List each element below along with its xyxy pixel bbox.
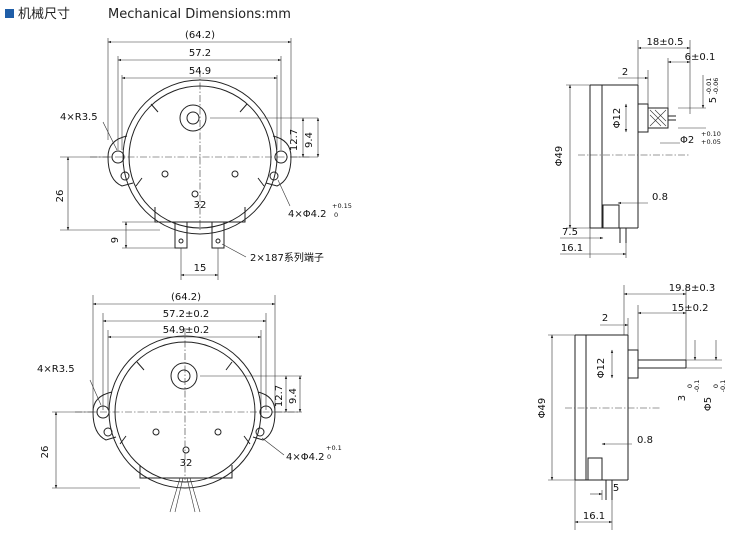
view2-front: (64.2) 57.2±0.2 54.9±0.2 4×R3.5 26 32 12…: [37, 292, 342, 513]
v2-dim-32: 32: [180, 458, 193, 469]
v2-holes-tol-dn: 0: [327, 453, 331, 461]
v1-terminal-label: 2×187系列端子: [250, 251, 324, 264]
v1-side-dim-5: 5: [708, 97, 719, 103]
v1-dim-12-7: 12.7: [289, 129, 300, 151]
v2-dim-64-2: (64.2): [171, 292, 201, 303]
view1-front: (64.2) 57.2 54.9 4×R3.5: [55, 30, 352, 280]
v2-dim-54-9: 54.9±0.2: [163, 325, 210, 336]
v1-side-phi2-tol-up: +0.10: [701, 130, 721, 138]
v1-dim-9-4: 9.4: [304, 132, 315, 148]
v1-dim-64-2: (64.2): [185, 30, 215, 41]
v2-side-dim-3-tol-dn: -0.1: [693, 380, 701, 393]
v1-side-dim-0-8: 0.8: [652, 192, 668, 203]
v1-dim-32: 32: [194, 200, 207, 211]
v1-dim-9: 9: [110, 237, 121, 243]
v1-side-dim-5-tol-dn: -0.06: [712, 78, 720, 95]
v2-side-phi5: Φ5: [703, 397, 714, 411]
v1-side-phi12: Φ12: [612, 108, 623, 129]
v2-side-phi5-tol-dn: -0.1: [719, 380, 727, 393]
v2-side-dim-5: 5: [613, 483, 619, 494]
v1-side-dim-7-5: 7.5: [562, 227, 578, 238]
v1-side-dim-18: 18±0.5: [646, 37, 683, 48]
v2-corner-radius: 4×R3.5: [37, 364, 75, 375]
v2-side-dim-15: 15±0.2: [671, 303, 708, 314]
v2-dim-9-4: 9.4: [288, 388, 299, 404]
v2-holes: 4×Φ4.2: [286, 452, 325, 463]
v1-dim-15: 15: [194, 263, 207, 274]
v2-dim-57-2: 57.2±0.2: [163, 309, 210, 320]
v2-side-phi5-tol-up: 0: [712, 384, 720, 388]
v2-dim-26: 26: [40, 446, 51, 459]
v2-side-dim-19-8: 19.8±0.3: [669, 283, 716, 294]
v2-dim-12-7: 12.7: [274, 385, 285, 407]
v2-side-dim-2: 2: [602, 313, 608, 324]
v1-side-dim-6: 6±0.1: [685, 52, 716, 63]
view1-side: 18±0.5 6±0.1 2 Φ12 5 -0.01 -0.06 Φ2 +0.1…: [554, 37, 721, 258]
header-title-cn: 机械尺寸: [18, 7, 70, 22]
v2-side-dim-0-8: 0.8: [637, 435, 653, 446]
v2-side-phi49: Φ49: [537, 398, 548, 419]
v1-side-phi2: Φ2: [680, 135, 694, 146]
v1-dim-26: 26: [55, 190, 66, 203]
header-marker: [5, 9, 14, 18]
v1-corner-radius: 4×R3.5: [60, 112, 98, 123]
v2-side-dim-3-tol-up: 0: [686, 384, 694, 388]
v1-side-phi2-tol-dn: +0.05: [701, 138, 721, 146]
v2-side-phi12: Φ12: [596, 358, 607, 379]
header-title-en: Mechanical Dimensions:mm: [108, 7, 291, 22]
v2-holes-tol-up: +0.1: [326, 444, 342, 452]
v1-side-dim-5-tol-up: -0.01: [705, 78, 713, 95]
view2-side: 19.8±0.3 15±0.2 2 Φ12 3 0 -0.1 Φ5 0 -0.1…: [537, 283, 727, 530]
v1-holes-tol-dn: 0: [334, 211, 338, 219]
v1-side-dim-2: 2: [622, 67, 628, 78]
v1-holes-tol-up: +0.15: [332, 202, 352, 210]
v1-side-dim-16-1: 16.1: [561, 243, 583, 254]
v1-dim-57-2: 57.2: [189, 48, 211, 59]
v1-holes: 4×Φ4.2: [288, 209, 327, 220]
v2-side-dim-16-1: 16.1: [583, 511, 605, 522]
v2-side-dim-3: 3: [677, 395, 688, 401]
v1-side-phi49: Φ49: [554, 146, 565, 167]
